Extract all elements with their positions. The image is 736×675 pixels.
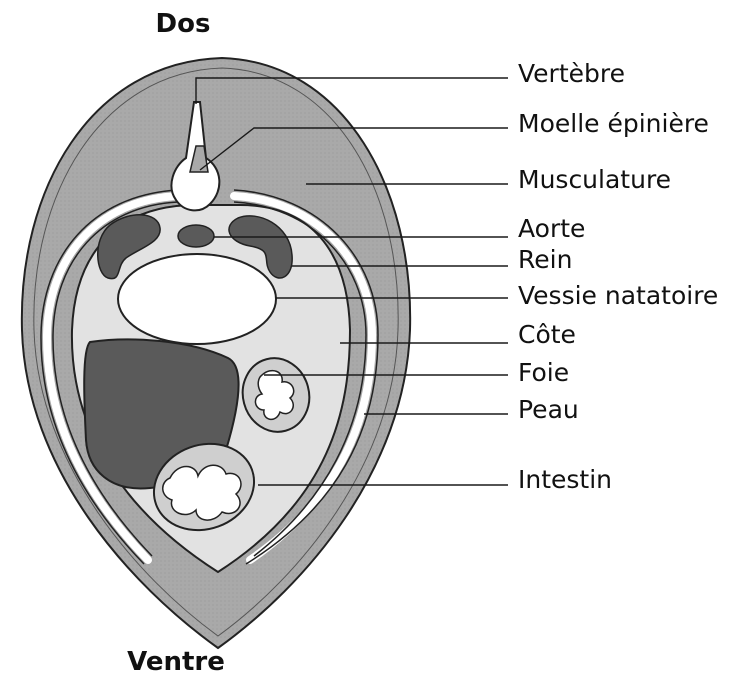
label-peau: Peau	[518, 395, 579, 424]
label-rein: Rein	[518, 245, 572, 274]
label-musculature: Musculature	[518, 165, 671, 194]
label-foie: Foie	[518, 358, 569, 387]
label-intestin: Intestin	[518, 465, 612, 494]
swim-bladder	[118, 254, 276, 344]
label-dos: Dos	[156, 9, 211, 39]
label-vertebre: Vertèbre	[518, 59, 625, 88]
label-ventre: Ventre	[127, 647, 225, 675]
label-moelle-epiniere: Moelle épinière	[518, 109, 709, 138]
label-cote: Côte	[518, 320, 576, 349]
label-vessie-natatoire: Vessie natatoire	[518, 281, 718, 310]
label-aorte: Aorte	[518, 214, 585, 243]
aorta	[178, 225, 214, 247]
